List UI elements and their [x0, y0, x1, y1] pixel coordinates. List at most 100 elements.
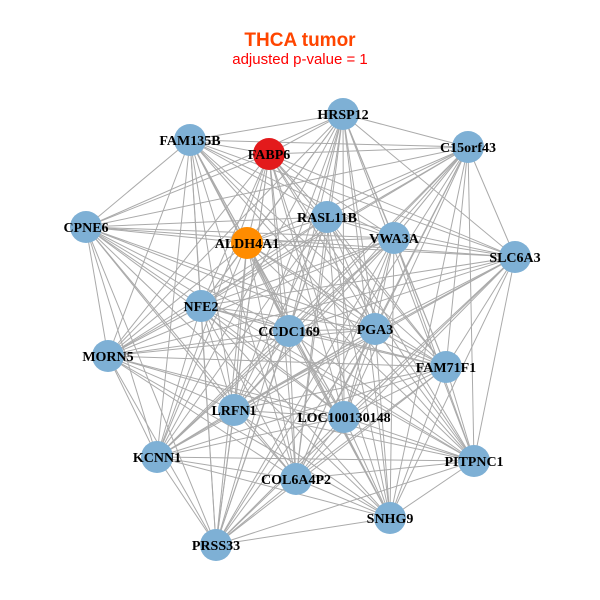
edge — [107, 305, 202, 357]
node-cpne6 — [70, 211, 102, 243]
edge — [268, 153, 391, 519]
chart-subtitle: adjusted p-value = 1 — [232, 51, 368, 68]
edge — [473, 256, 516, 462]
edge — [374, 328, 475, 462]
edge — [200, 153, 270, 307]
edge — [85, 139, 191, 228]
chart-title: THCA tumor — [244, 30, 356, 51]
edge — [189, 139, 469, 148]
edge — [156, 456, 297, 480]
edge — [268, 153, 290, 332]
edge — [295, 256, 516, 480]
node-ccdc169 — [273, 315, 305, 347]
edge — [85, 226, 376, 330]
edge — [215, 517, 391, 546]
node-label: NFE2 — [184, 300, 219, 315]
edge — [268, 153, 516, 258]
node-label: RASL11B — [297, 211, 357, 226]
edge — [107, 355, 158, 458]
edge — [107, 139, 191, 357]
edge — [107, 328, 376, 357]
node-label: PGA3 — [357, 323, 394, 338]
edge — [156, 113, 344, 458]
edge — [246, 146, 469, 244]
edge — [189, 139, 516, 258]
edge — [215, 366, 447, 546]
edge — [393, 237, 447, 368]
edge — [85, 226, 248, 244]
edge — [393, 237, 475, 462]
edge — [156, 456, 217, 546]
node-label: LOC100130148 — [297, 411, 390, 426]
edge — [393, 237, 516, 258]
edge — [288, 330, 475, 462]
edge — [215, 460, 475, 546]
edge — [85, 226, 217, 546]
edge — [189, 113, 344, 141]
edge — [107, 355, 447, 368]
edge — [215, 330, 290, 546]
edge — [233, 409, 391, 519]
edge — [85, 226, 290, 332]
edge — [233, 330, 290, 411]
node-fam135b — [174, 124, 206, 156]
edge — [295, 460, 475, 480]
edge — [156, 305, 202, 458]
edge — [85, 226, 516, 258]
edge — [189, 139, 447, 368]
edge — [200, 305, 391, 519]
edge — [215, 416, 345, 546]
edge — [246, 242, 447, 368]
node-label: KCNN1 — [133, 451, 181, 466]
edge — [295, 216, 328, 480]
edge — [200, 305, 235, 411]
edge — [246, 242, 475, 462]
edge — [200, 237, 395, 307]
edge — [215, 409, 235, 546]
edge — [445, 256, 516, 368]
edge — [156, 456, 391, 519]
node-label: LRFN1 — [211, 404, 256, 419]
edge — [85, 113, 344, 228]
edge — [295, 478, 391, 519]
edge — [107, 113, 344, 357]
edge — [288, 256, 516, 332]
node-pga3 — [359, 313, 391, 345]
edge — [233, 409, 475, 462]
edge — [156, 256, 516, 458]
edge — [215, 237, 395, 546]
edge — [107, 355, 345, 418]
edge — [268, 153, 345, 418]
edge — [295, 366, 447, 480]
edge — [189, 139, 235, 411]
node-fabp6 — [253, 138, 285, 170]
edge — [189, 139, 297, 480]
edge — [156, 330, 290, 458]
node-label: CPNE6 — [63, 221, 108, 236]
node-col6a4p2 — [280, 463, 312, 495]
node-fam71f1 — [430, 351, 462, 383]
node-label: PITPNC1 — [444, 455, 503, 470]
node-label: CCDC169 — [258, 325, 319, 340]
edge — [85, 226, 158, 458]
edge — [200, 305, 475, 462]
edge — [85, 153, 270, 228]
node-label: HRSP12 — [317, 108, 368, 123]
edge — [233, 242, 248, 411]
node-slc6a3 — [499, 241, 531, 273]
edge — [342, 113, 469, 148]
edge — [233, 409, 345, 418]
node-nfe2 — [185, 290, 217, 322]
edge — [107, 330, 290, 357]
edge — [467, 146, 516, 258]
edge — [445, 366, 475, 462]
node-label: FAM135B — [159, 134, 220, 149]
node-label: FABP6 — [248, 148, 291, 163]
edge — [268, 153, 475, 462]
edge — [215, 256, 516, 546]
edge — [85, 226, 235, 411]
edge — [233, 237, 395, 411]
node-snhg9 — [374, 502, 406, 534]
node-kcnn1 — [141, 441, 173, 473]
